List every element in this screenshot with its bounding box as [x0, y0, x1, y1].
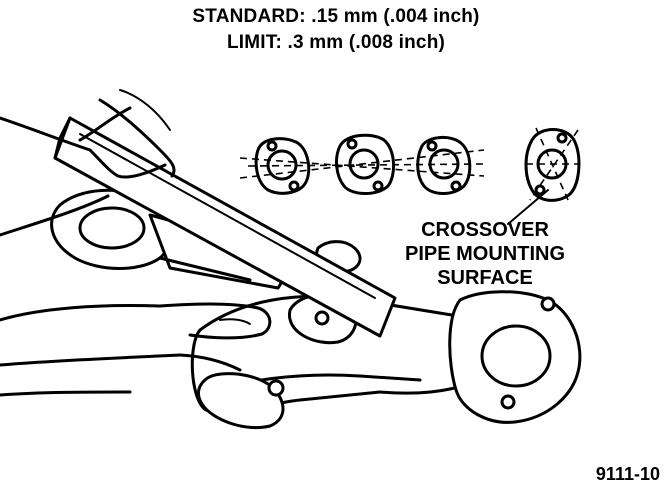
figure-number: 9111-10 — [595, 464, 660, 484]
straight-edge — [53, 116, 397, 338]
upper-hand — [0, 89, 176, 237]
callout-line-2: PIPE MOUNTING — [404, 243, 565, 265]
limit-spec: LIMIT: .3 mm (.008 inch) — [226, 32, 446, 53]
standard-spec: STANDARD: .15 mm (.004 inch) — [192, 6, 480, 27]
callout-line-1: CROSSOVER — [421, 219, 549, 241]
callout-line-3: SURFACE — [437, 267, 533, 289]
crossover-flange — [448, 290, 582, 424]
crossover-callout: CROSSOVER PIPE MOUNTING SURFACE — [380, 218, 590, 290]
lower-hand — [0, 302, 272, 397]
inset-port-diagrams — [239, 127, 581, 225]
